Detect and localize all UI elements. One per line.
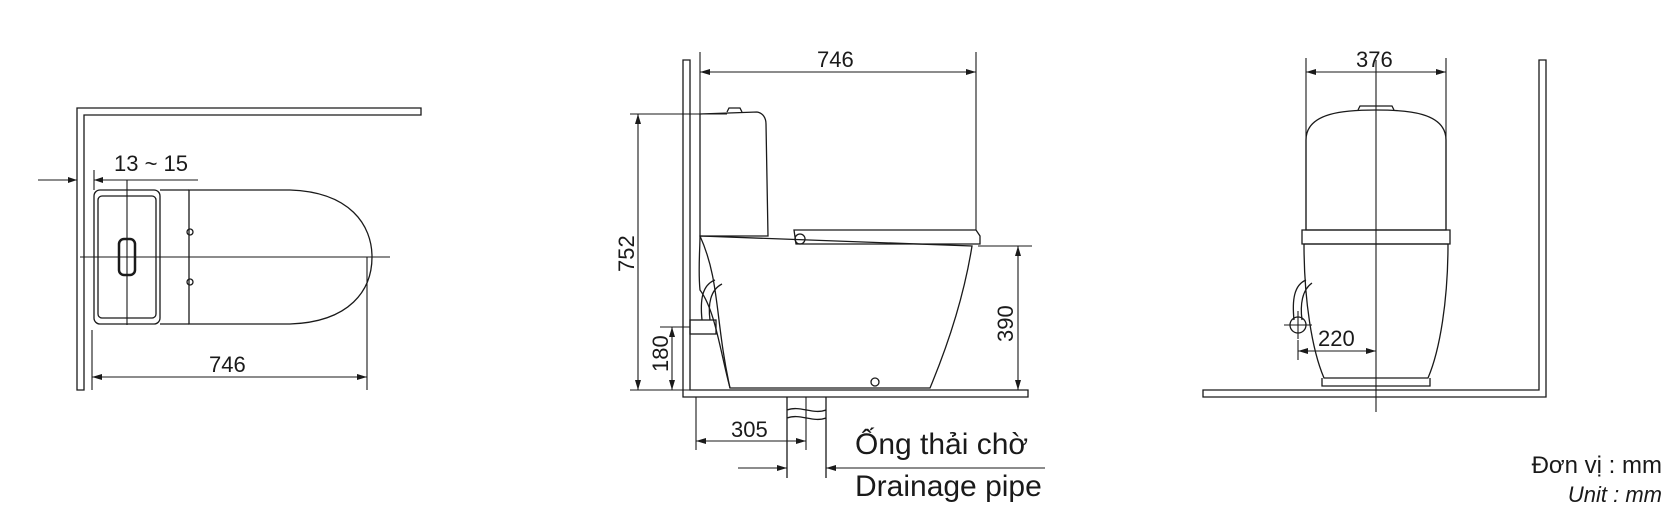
front-view-inlet-offset-label: 220 [1318,326,1355,351]
top-view-gap-label: 13 ~ 15 [114,151,188,176]
drain-label-vi: Ống thải chờ [855,427,1028,461]
drain-pipe [786,397,827,478]
unit-label-en: Unit : mm [1568,482,1662,507]
front-view: 376 220 [1202,47,1547,412]
top-view: 13 ~ 15 746 [38,107,422,391]
unit-label-vi: Đơn vị : mm [1532,452,1662,479]
top-view-wall [76,107,422,391]
side-view-wall [682,59,1029,398]
side-view-bowl [698,235,973,389]
top-view-length-label: 746 [209,352,246,377]
side-view-seat-height-label: 390 [993,305,1018,342]
side-view-height-label: 752 [614,235,639,272]
drain-label-en: Drainage pipe [855,470,1042,503]
side-view: 746 752 180 390 305 Ống thải chờ Drainag… [614,47,1045,503]
side-view-length-label: 746 [817,47,854,72]
front-view-bowl [1303,243,1449,379]
side-view-inlet-height-label: 180 [648,335,673,372]
top-view-bowl-edge [160,189,189,325]
front-view-width-label: 376 [1356,47,1393,72]
side-view-seat [793,229,981,245]
side-view-inlet [700,279,723,321]
side-view-tank [699,111,769,237]
side-view-drain-offset-label: 305 [731,417,768,442]
front-view-wall [1202,59,1547,398]
